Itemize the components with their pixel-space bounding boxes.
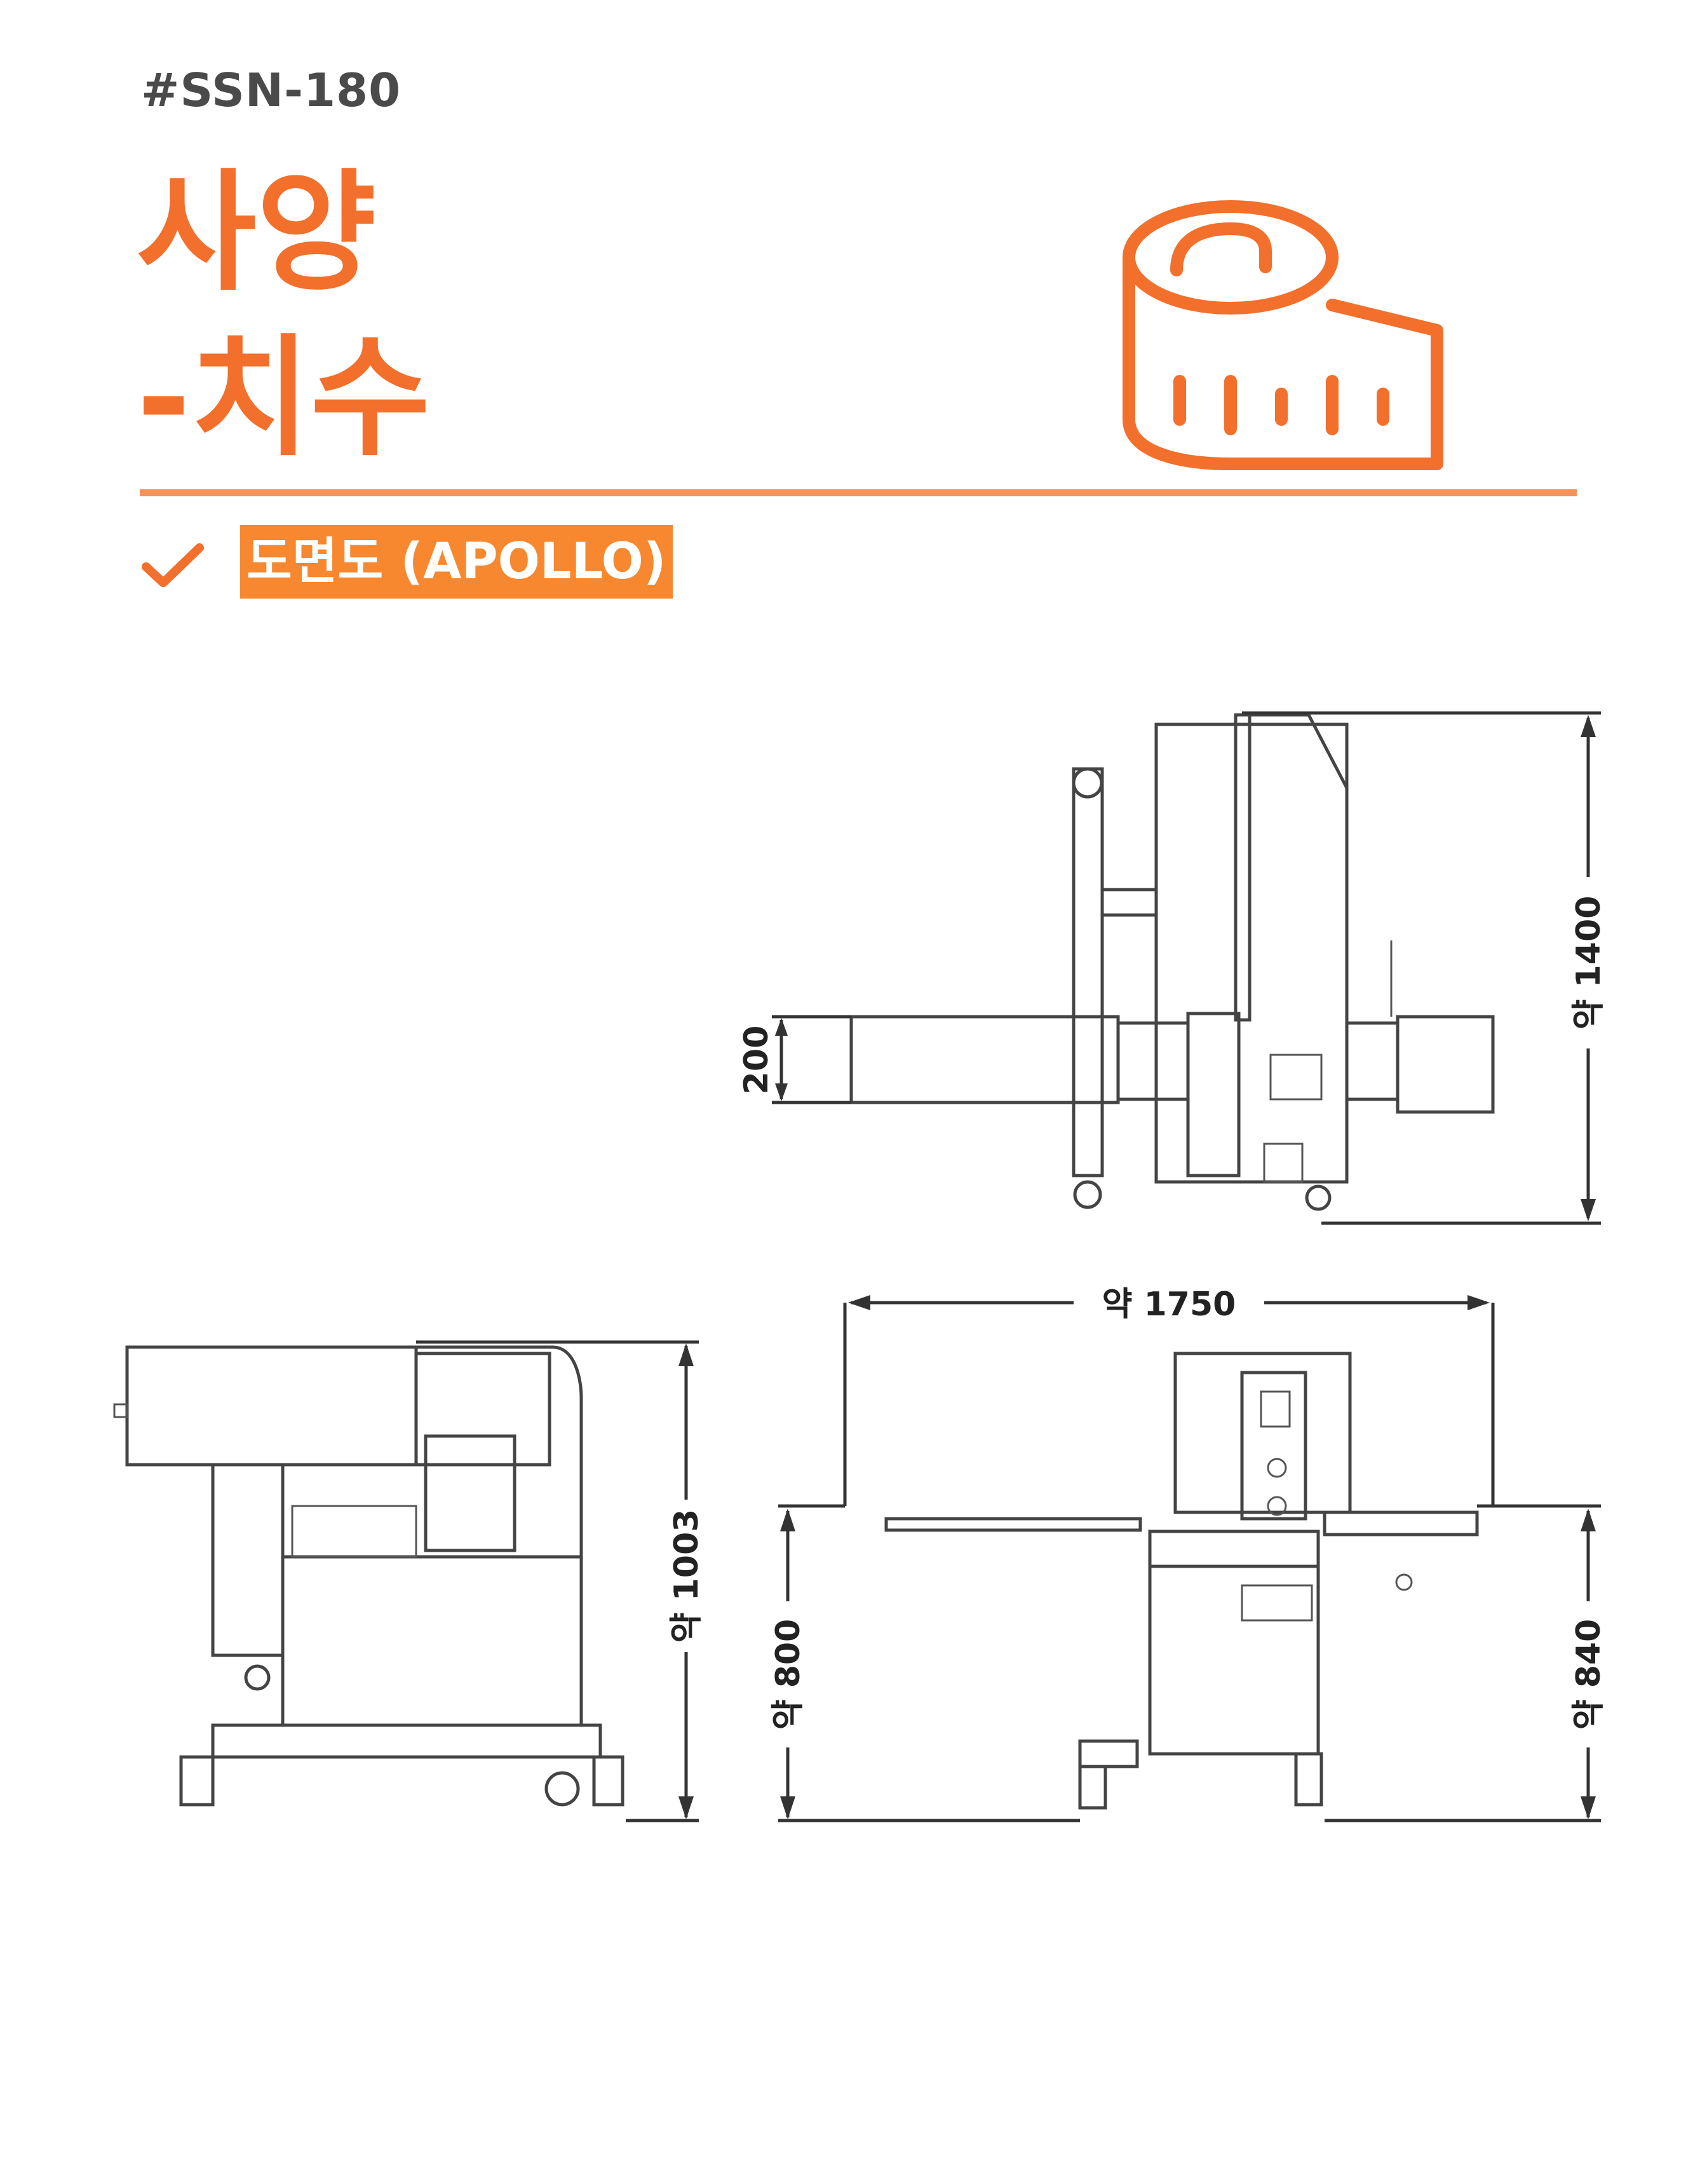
page-title-line2: -치수	[137, 323, 431, 474]
model-code: #SSN-180	[141, 64, 401, 117]
dim-top-height: 약 1400	[1570, 896, 1608, 1030]
dim-width: 약 1750	[1102, 1285, 1236, 1324]
page-title-line1: 사양	[137, 158, 377, 309]
dim-side-height: 약 1003	[668, 1509, 706, 1643]
check-icon	[142, 543, 204, 587]
section-divider	[140, 489, 1577, 496]
measuring-tape-icon	[1123, 200, 1443, 470]
front-view: 약 1750 약 800 약 840	[769, 1285, 1608, 1822]
dim-top-small: 200	[738, 1026, 776, 1095]
dim-front-height-right: 약 840	[1570, 1619, 1608, 1730]
section-label: 도면도 (APOLLO)	[240, 525, 673, 599]
top-view: 약 1400 200	[738, 711, 1608, 1225]
dim-front-height-left: 약 800	[769, 1619, 807, 1730]
side-view: 약 1003	[113, 1340, 706, 1822]
